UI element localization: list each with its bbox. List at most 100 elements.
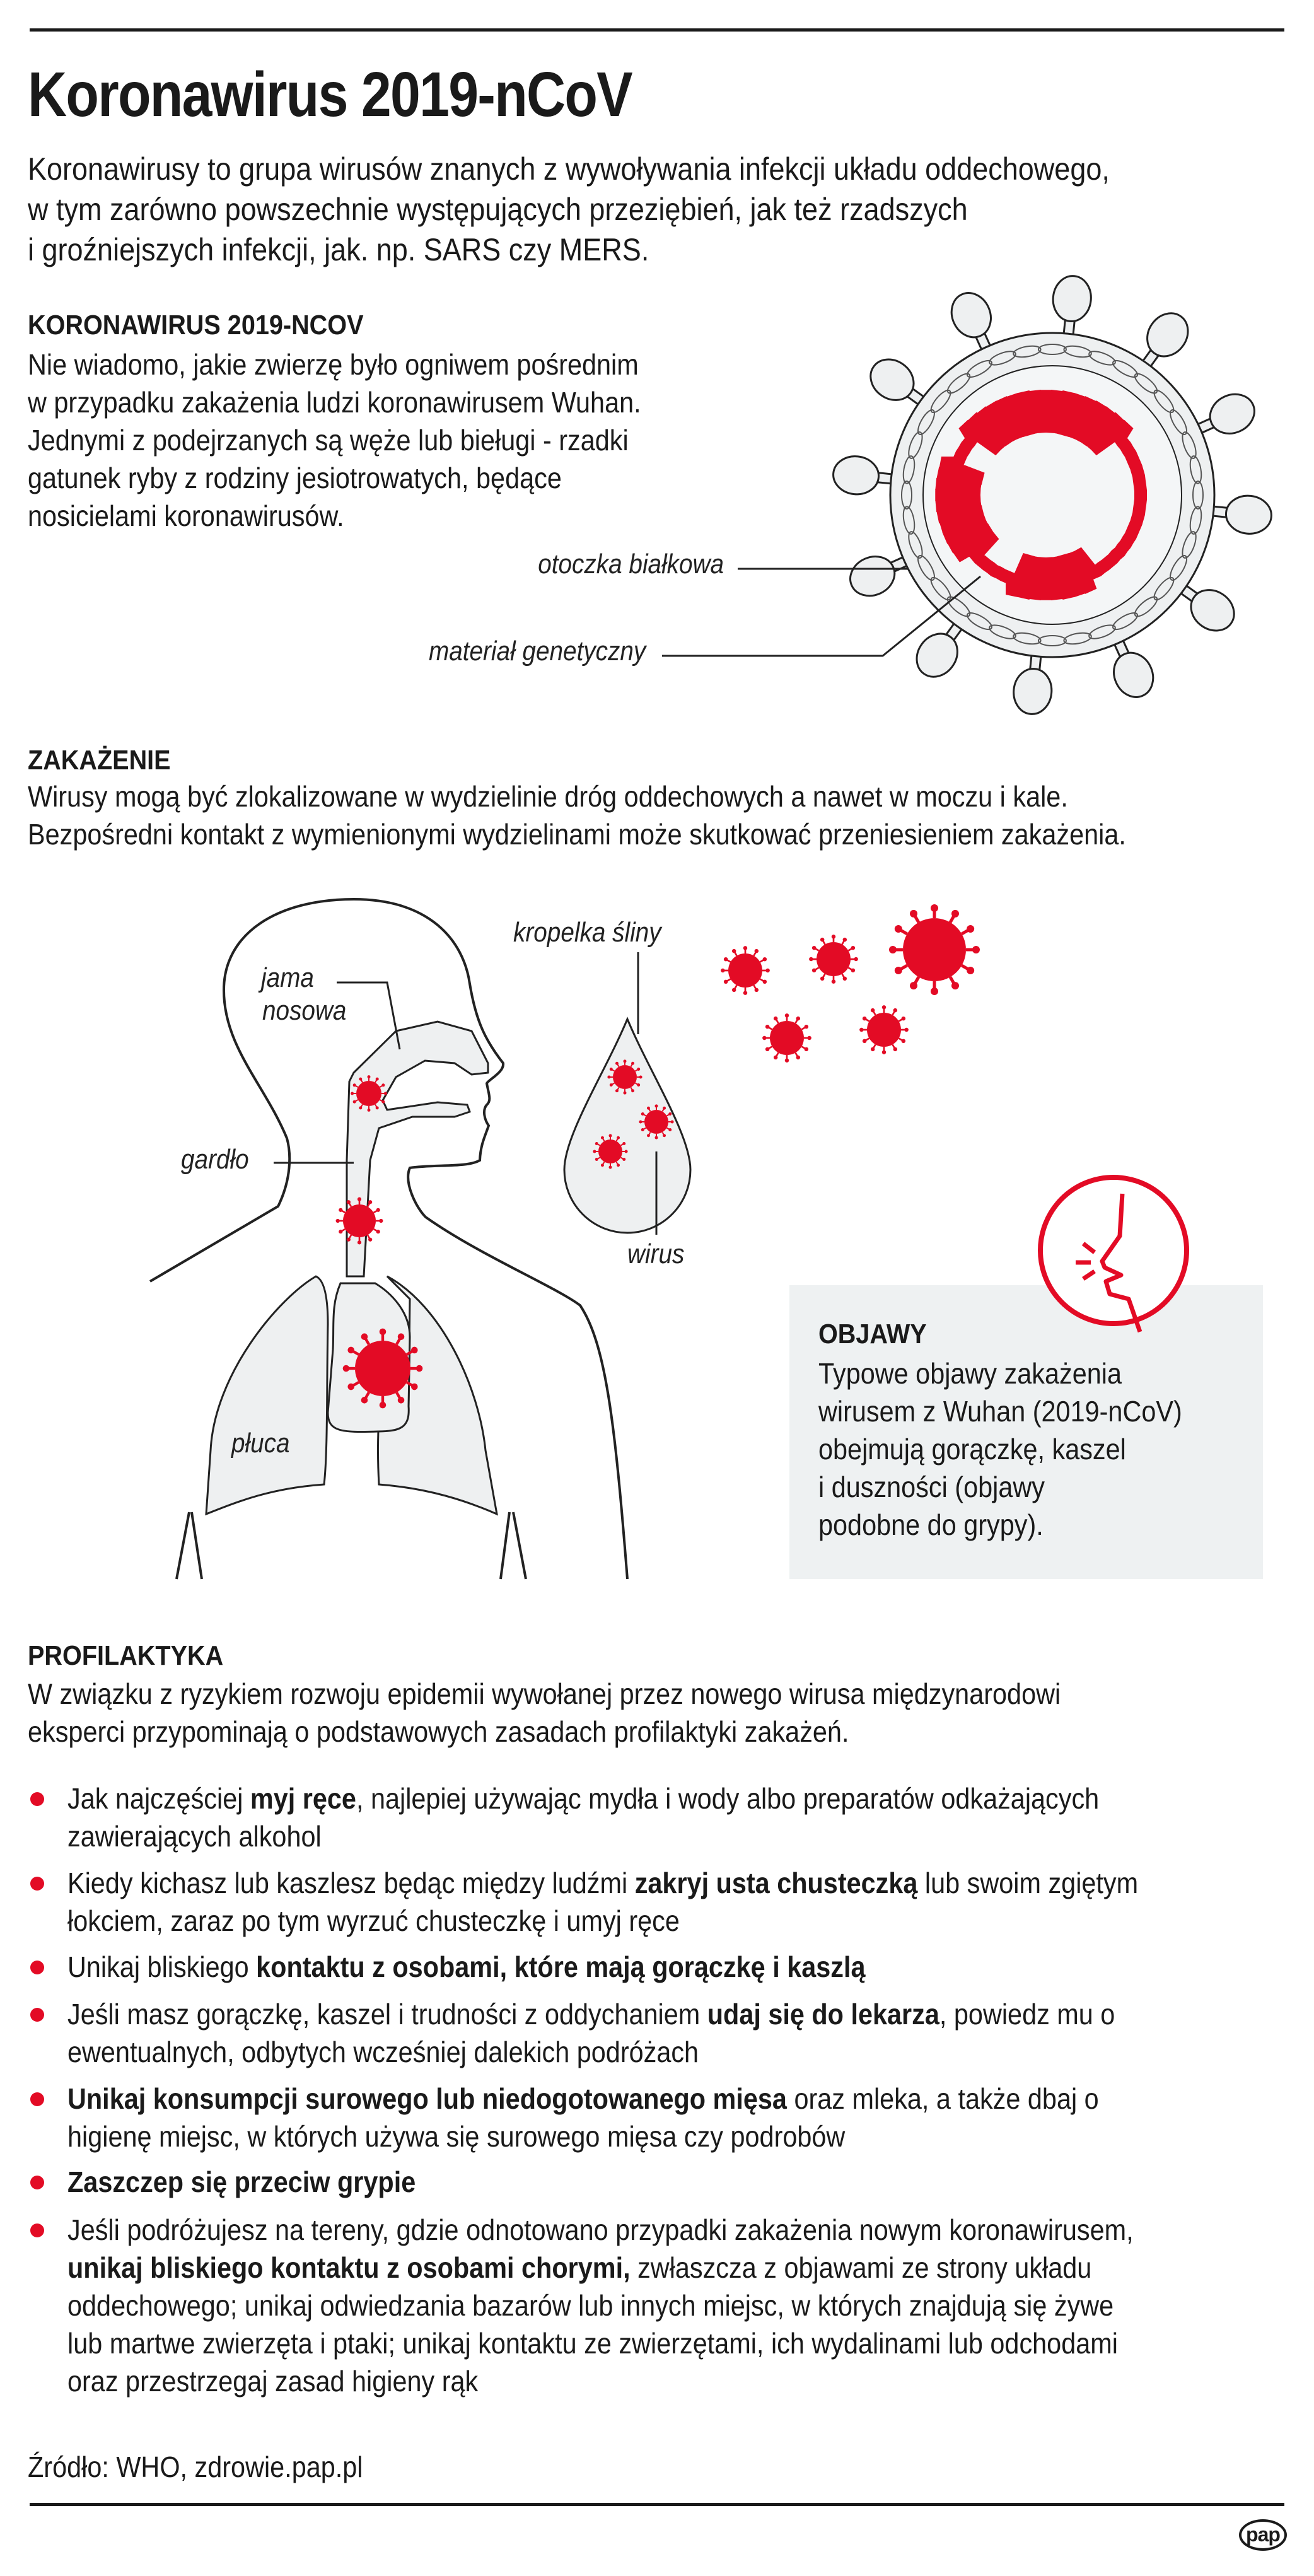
sneeze-lines: [1076, 1242, 1096, 1281]
membrane-protein: [908, 431, 923, 459]
virus-spike-tip: [901, 1016, 906, 1021]
text-segment: , powiedz mu o: [939, 1998, 1115, 2031]
virus-spike-tip: [375, 1077, 379, 1081]
membrane-protein: [1170, 555, 1188, 581]
virus-spike-tip: [383, 1092, 387, 1095]
virus-spike-tip: [731, 948, 736, 953]
virus-spike-tip: [784, 1013, 789, 1018]
membrane-protein: [1112, 612, 1138, 631]
text-line: nosicielami koronawirusów.: [28, 499, 344, 532]
text-segment: oraz mleka, a także dbaj o: [786, 2082, 1099, 2115]
virus-spike-tip: [842, 976, 847, 981]
section-heading-objawy: OBJAWY: [818, 1319, 927, 1349]
virus-spike-tip: [375, 1106, 379, 1110]
virus-spike-tip: [765, 968, 770, 973]
virus-spike-tip: [595, 1141, 598, 1145]
text-segment: Jeśli podróżujesz na tereny, gdzie odnot…: [67, 2213, 1134, 2246]
virus-body: [867, 1013, 901, 1047]
virus-spike-tip: [654, 1104, 658, 1108]
membrane-protein: [917, 409, 935, 435]
text-line: lub martwe zwierzęta i ptaki; unikaj kon…: [67, 2324, 1134, 2362]
virus-spike-tip: [668, 1112, 672, 1116]
text-segment: zwłaszcza z objawami ze strony układu: [630, 2251, 1092, 2284]
virus-spike-tip: [796, 1016, 801, 1021]
virus-body: [355, 1341, 410, 1396]
virus-spike-tip: [631, 1061, 635, 1065]
source-note: Źródło: WHO, zdrowie.pap.pl: [28, 2451, 363, 2483]
virus-spike-tip: [854, 957, 858, 962]
virus-spike-tip: [346, 1200, 351, 1204]
left-lung: [205, 1275, 329, 1516]
bullet-icon: [30, 2092, 44, 2106]
leader-line-genetic: [662, 575, 981, 657]
membrane-protein: [989, 351, 1016, 366]
virus-spike-tip: [600, 1163, 604, 1167]
virus-spike-tip: [967, 967, 975, 974]
virus-spike-tip: [609, 1083, 613, 1087]
virus-spike-tip: [357, 1240, 362, 1245]
membrane-protein: [946, 596, 971, 617]
membrane-protein: [1013, 345, 1042, 358]
membrane-protein: [917, 555, 935, 581]
virus-spike-tip: [811, 945, 817, 950]
virus-spike-tip: [637, 1067, 641, 1071]
virus-spike-tip: [607, 1075, 611, 1079]
pap-logo-text: pap: [1246, 2523, 1281, 2546]
virus-spike-tip: [773, 1016, 778, 1021]
virus-spike-tip: [608, 1165, 612, 1169]
label-virus: wirus: [627, 1238, 685, 1269]
text-segment: lub martwe zwierzęta i ptaki; unikaj kon…: [67, 2327, 1118, 2360]
text-segment: Unikaj bliskiego: [67, 1950, 257, 1983]
membrane-protein: [1063, 345, 1092, 358]
virus-spike-tip: [359, 1077, 363, 1081]
spike-head: [1209, 393, 1255, 434]
text-line: Zaszczep się przeciw grypie: [67, 2163, 416, 2201]
membrane-protein: [1153, 389, 1175, 414]
membrane-protein: [1189, 506, 1202, 535]
virus-spike-tip: [881, 1005, 887, 1010]
text-segment: oraz przestrzegaj zasad higieny rąk: [67, 2365, 479, 2398]
virus-icon-throat: [335, 1197, 383, 1245]
label-envelope: otoczka białkowa: [538, 549, 724, 580]
virus-body: [728, 953, 762, 988]
virus-spike-tip: [359, 1106, 363, 1110]
text-line: higienę miejsc, w których używa się suro…: [67, 2118, 1099, 2155]
virus-spike-tip: [893, 1008, 898, 1013]
text-line: oraz przestrzegaj zasad higieny rąk: [67, 2362, 1134, 2400]
virus-spike-tip: [809, 957, 813, 962]
emphasis-text: kontaktu z osobami, które mają gorączkę …: [256, 1950, 866, 1983]
text-line: Bezpośredni kontakt z wymienionymi wydzi…: [28, 818, 1126, 851]
virus-spike-tip: [889, 946, 897, 953]
virus-spike-tip: [347, 1383, 354, 1390]
face-profile: [1100, 1193, 1142, 1333]
text-line: oddechowego; unikaj odwiedzania bazarów …: [67, 2287, 1134, 2324]
virus-spike-tip: [397, 1397, 405, 1404]
text-line: w tym zarówno powszechnie występujących …: [28, 192, 968, 227]
virus-spike-tip: [811, 968, 817, 973]
virus-spike-tip: [859, 1027, 864, 1032]
intro-paragraph: Koronawirusy to grupa wirusów znanych z …: [28, 149, 1110, 270]
text-line: Nie wiadomo, jakie zwierzę było ogniwem …: [28, 348, 639, 381]
virus-spike-tip: [893, 1047, 898, 1052]
virus-spike-tip: [862, 1016, 867, 1021]
spike-head: [832, 455, 880, 496]
virus-spike-tip: [721, 968, 725, 973]
text-line: Unikaj konsumpcji surowego lub niedogoto…: [67, 2080, 1099, 2118]
virus-spike-tip: [609, 1067, 613, 1071]
text-line: Jak najczęściej myj ręce, najlepiej używ…: [67, 1780, 1099, 1817]
virus-spike-tip: [762, 1035, 767, 1040]
virus-spike-tip: [762, 957, 767, 962]
virus-spike-tip: [784, 1058, 789, 1063]
text-segment: Jeśli masz gorączkę, kaszel i trudności …: [67, 1998, 707, 2031]
virus-spike-tip: [335, 1218, 340, 1223]
list-item: Unikaj bliskiego kontaktu z osobami, któ…: [67, 1948, 866, 1986]
text-segment: oddechowego; unikaj odwiedzania bazarów …: [67, 2289, 1114, 2322]
bullet-icon: [30, 1792, 44, 1806]
virus-spike-tip: [820, 937, 825, 942]
label-droplet: kropelka śliny: [513, 917, 661, 948]
virus-spike-tip: [641, 1128, 644, 1132]
text-segment: Kiedy kichasz lub kaszlesz będąc między …: [67, 1867, 635, 1899]
virus-spike-tip: [352, 1083, 356, 1087]
virus-icon-airborne: [889, 904, 980, 995]
